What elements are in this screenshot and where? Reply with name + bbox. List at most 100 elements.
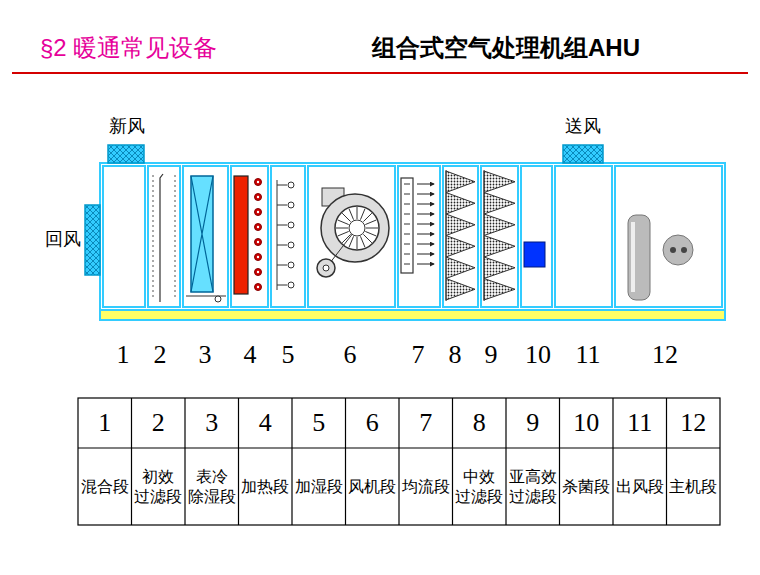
callout-number: 8 bbox=[437, 337, 473, 373]
table-cell: 亚高效 过滤段 bbox=[507, 451, 559, 522]
cooling-coil bbox=[191, 176, 213, 292]
heating-coil bbox=[257, 241, 259, 243]
compressor bbox=[628, 215, 693, 300]
fan bbox=[335, 206, 379, 250]
humidifier bbox=[277, 205, 287, 206]
callout-number: 1 bbox=[105, 337, 141, 373]
table-cell: 6 bbox=[348, 403, 398, 443]
table-grid bbox=[398, 398, 399, 525]
table-cell: 均流段 bbox=[400, 451, 452, 522]
table-grid bbox=[238, 398, 239, 525]
section-frame bbox=[443, 166, 478, 307]
callout-number-text: 9 bbox=[485, 339, 498, 370]
table-cell-text: 6 bbox=[366, 407, 379, 438]
fan bbox=[363, 234, 371, 242]
cooling-coil bbox=[191, 176, 213, 292]
table-cell: 杀菌段 bbox=[561, 451, 613, 522]
fan bbox=[336, 228, 348, 229]
humidifier bbox=[288, 282, 294, 288]
ahu-casing bbox=[100, 310, 725, 320]
heating-coil bbox=[234, 176, 262, 294]
table-cell-text: 亚高效 过滤段 bbox=[507, 467, 559, 505]
heating-coil bbox=[257, 271, 259, 273]
fan bbox=[338, 231, 349, 236]
heating-coil bbox=[257, 196, 259, 198]
table-cell-text: 加热段 bbox=[241, 477, 289, 496]
heating-coil bbox=[257, 286, 259, 288]
table-cell-text: 11 bbox=[627, 407, 652, 438]
flow-equalizer bbox=[417, 214, 434, 215]
table-cell: 中效 过滤段 bbox=[454, 451, 506, 522]
section-frame bbox=[555, 166, 612, 307]
flow-equalizer bbox=[401, 178, 413, 273]
cooling-coil bbox=[186, 176, 226, 302]
heating-coil bbox=[255, 284, 262, 291]
flow-equalizer bbox=[417, 264, 434, 265]
callout-number: 4 bbox=[232, 337, 268, 373]
air-inlet bbox=[563, 145, 603, 163]
section-frame bbox=[231, 166, 268, 307]
bag-filter bbox=[446, 170, 447, 301]
section-frame bbox=[615, 166, 722, 307]
cooling-coil bbox=[215, 296, 221, 302]
humidifier bbox=[277, 180, 278, 290]
heating-coil bbox=[255, 254, 262, 261]
flow-equalizer bbox=[404, 204, 410, 205]
callout-number: 5 bbox=[270, 337, 306, 373]
table-cell-text: 出风段 bbox=[616, 477, 664, 496]
table-cell-text: 杀菌段 bbox=[562, 477, 610, 496]
table-cell-text: 5 bbox=[312, 407, 325, 438]
table-cell: 加湿段 bbox=[293, 451, 345, 522]
flow-equalizer bbox=[417, 234, 434, 235]
port-label: 送风 bbox=[558, 114, 608, 140]
callout-number-text: 12 bbox=[652, 339, 678, 370]
table-cell: 5 bbox=[294, 403, 344, 443]
compressor bbox=[628, 215, 650, 300]
table-cell: 风机段 bbox=[347, 451, 399, 522]
callout-number: 9 bbox=[473, 337, 509, 373]
section-frame bbox=[481, 166, 518, 307]
section-frame bbox=[521, 166, 552, 307]
fan bbox=[360, 209, 365, 220]
fan bbox=[323, 265, 329, 271]
fan bbox=[349, 209, 354, 220]
primary-filter bbox=[175, 175, 176, 300]
fan bbox=[317, 259, 335, 277]
fan bbox=[357, 207, 358, 219]
compressor bbox=[631, 222, 635, 292]
flow-equalizer bbox=[404, 254, 410, 255]
port-label: 回风 bbox=[40, 227, 86, 253]
table-grid bbox=[452, 398, 453, 525]
fan bbox=[349, 220, 365, 236]
flow-equalizer bbox=[417, 254, 434, 255]
flow-equalizer bbox=[404, 214, 410, 215]
flow-equalizer bbox=[417, 194, 434, 195]
table-cell-text: 风机段 bbox=[348, 477, 396, 496]
humidifier bbox=[277, 225, 287, 226]
heating-coil bbox=[234, 176, 248, 294]
section-frame bbox=[183, 166, 228, 307]
flow-equalizer bbox=[417, 224, 434, 225]
port-label: 新风 bbox=[102, 114, 152, 140]
callout-number-text: 11 bbox=[575, 339, 600, 370]
heating-coil bbox=[255, 194, 262, 201]
callout-number: 7 bbox=[400, 337, 436, 373]
heating-coil bbox=[257, 256, 259, 258]
table-cell: 3 bbox=[187, 403, 237, 443]
bag-filter bbox=[484, 170, 485, 301]
callout-number: 12 bbox=[647, 337, 683, 373]
callout-number: 11 bbox=[570, 337, 606, 373]
heating-coil bbox=[257, 181, 259, 183]
humidifier bbox=[288, 182, 294, 188]
callout-number: 10 bbox=[520, 337, 556, 373]
bag-filter bbox=[446, 170, 515, 301]
fan bbox=[317, 188, 389, 277]
callout-number-text: 5 bbox=[282, 339, 295, 370]
table-grid bbox=[612, 398, 613, 525]
fan bbox=[321, 194, 389, 262]
table-cell-text: 8 bbox=[473, 407, 486, 438]
flow-equalizer bbox=[404, 264, 410, 265]
flow-equalizer bbox=[404, 244, 410, 245]
heating-coil bbox=[255, 269, 262, 276]
table-cell: 主机段 bbox=[668, 451, 720, 522]
